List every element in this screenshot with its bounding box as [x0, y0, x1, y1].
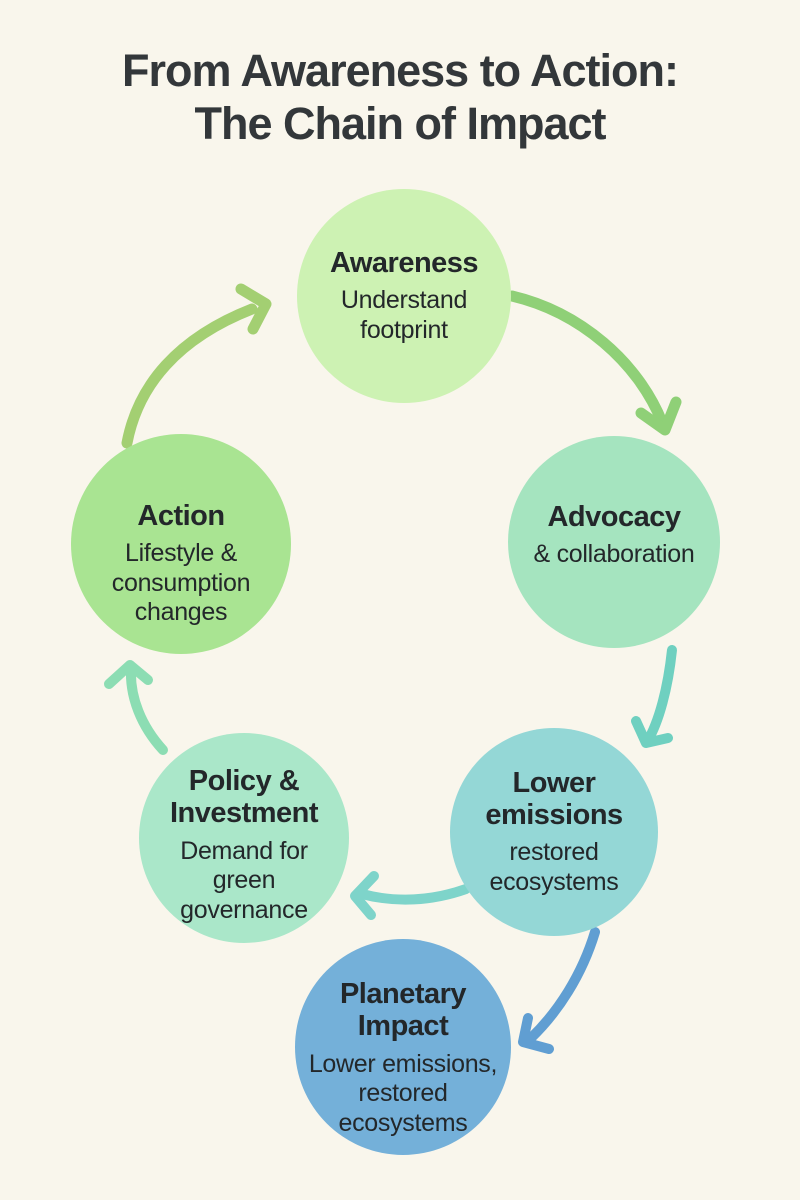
node-advocacy: Advocacy & collaboration [508, 436, 720, 648]
node-advocacy-subtitle: & collaboration [533, 539, 695, 568]
node-lower-emissions-subtitle: restored ecosystems [489, 838, 619, 896]
node-awareness: Awareness Understand footprint [297, 189, 511, 403]
arrow-lower-emissions-to-policy-investment-icon [350, 871, 471, 920]
node-policy-investment-subtitle: Demand for green governance [180, 836, 308, 924]
node-action: Action Lifestyle & consumption changes [71, 434, 291, 654]
node-planetary-impact-title: Planetary Impact [339, 977, 467, 1043]
node-action-title: Action [137, 500, 225, 533]
node-awareness-title: Awareness [329, 246, 479, 279]
node-policy-investment: Policy & Investment Demand for green gov… [139, 733, 349, 943]
node-policy-investment-title: Policy & Investment [169, 764, 319, 830]
node-awareness-subtitle: Understand footprint [340, 286, 468, 344]
node-planetary-impact-subtitle: Lower emissions, restored ecosystems [308, 1049, 498, 1137]
node-planetary-impact: Planetary Impact Lower emissions, restor… [295, 939, 511, 1155]
arrow-action-to-awareness-icon [121, 283, 272, 449]
page-title: From Awareness to Action: The Chain of I… [122, 45, 679, 150]
arrow-lower-emissions-to-planetary-impact-icon [518, 927, 600, 1054]
arrow-awareness-to-advocacy-icon [506, 290, 682, 436]
arrow-advocacy-to-lower-emissions-icon [631, 645, 677, 748]
node-lower-emissions: Lower emissions restored ecosystems [450, 728, 658, 936]
node-advocacy-title: Advocacy [547, 500, 681, 533]
node-action-subtitle: Lifestyle & consumption changes [111, 539, 251, 627]
node-lower-emissions-title: Lower emissions [485, 766, 623, 831]
arrow-policy-investment-to-action-icon [104, 660, 168, 755]
